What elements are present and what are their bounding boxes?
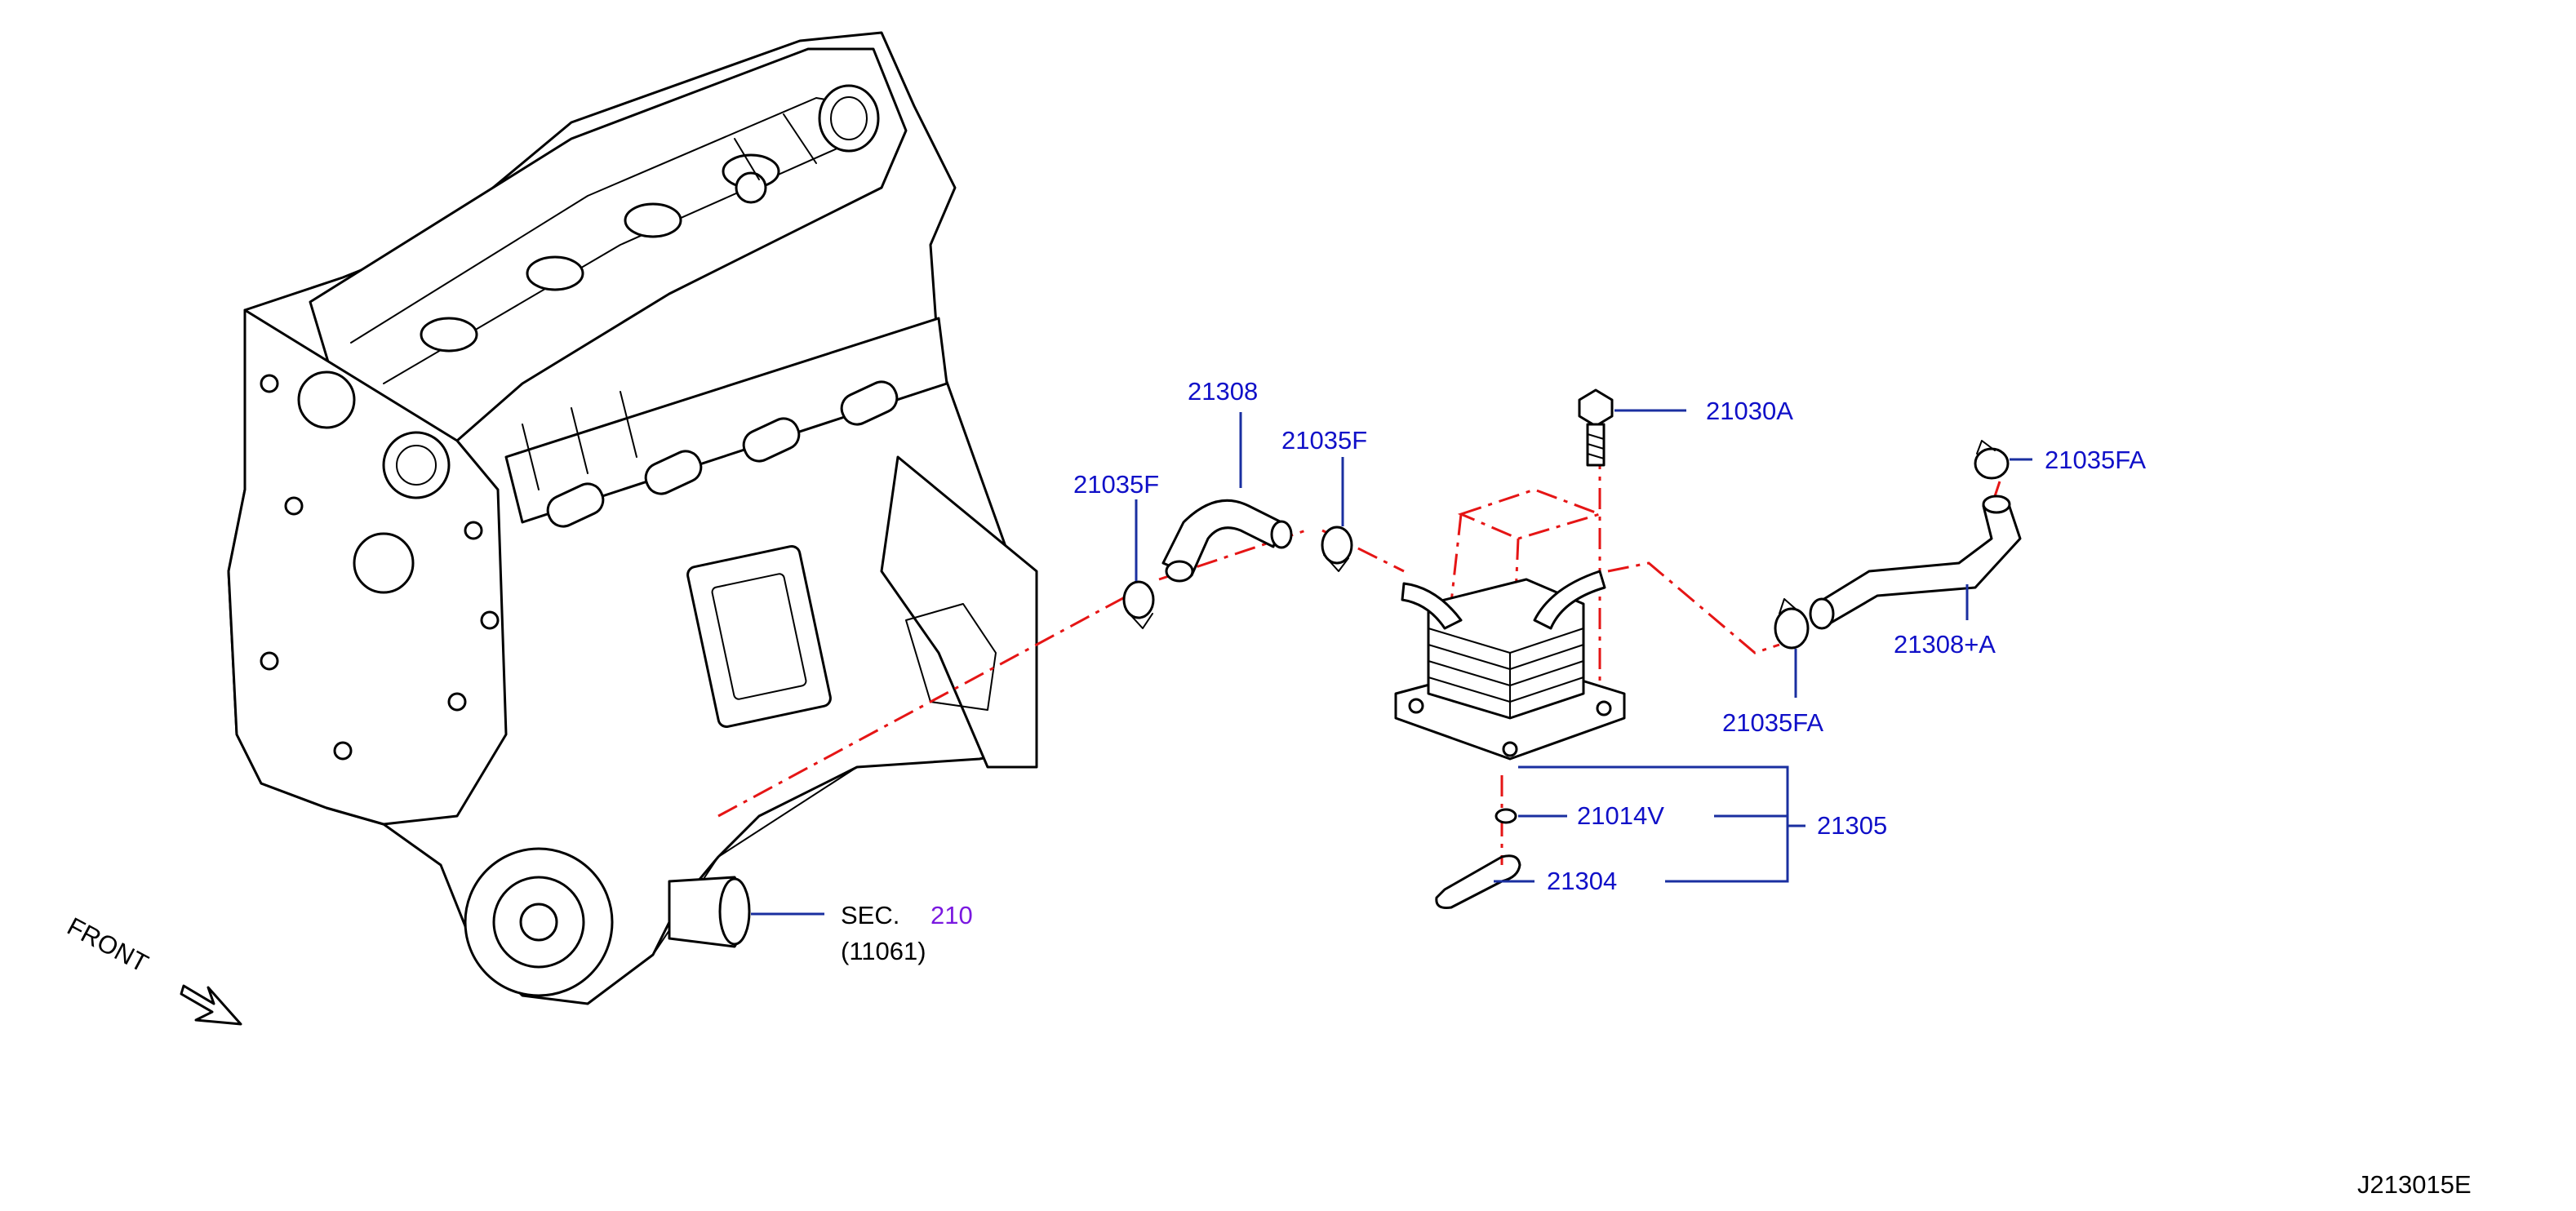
front-direction-arrow-icon [180, 984, 242, 1026]
label-21035fa-top: 21035FA [2045, 446, 2146, 474]
oil-cooler-21305 [1394, 570, 1626, 761]
clamp-21035f-right [1321, 526, 1353, 572]
clamp-21035f-left [1122, 580, 1155, 629]
bolt-21030a [1578, 388, 1614, 467]
label-21035f-right: 21035F [1281, 426, 1367, 455]
gasket-21304 [1435, 854, 1521, 909]
oring-21014v [1495, 808, 1517, 824]
front-label: FRONT [63, 912, 153, 978]
leader-lines [751, 409, 2032, 916]
label-21035fa-bottom: 21035FA [1722, 708, 1823, 737]
label-21014v: 21014V [1577, 801, 1664, 830]
label-21030a: 21030A [1706, 397, 1793, 425]
label-21308a: 21308+A [1894, 630, 1996, 659]
label-21304: 21304 [1547, 867, 1617, 895]
clamp-21035fa-bottom [1774, 598, 1810, 650]
section-ref-number[interactable]: 210 [930, 901, 973, 929]
label-21305: 21305 [1817, 811, 1887, 840]
hose-21308a [1809, 495, 2022, 630]
clamp-21035fa-top [1974, 440, 2010, 480]
label-21035f-left: 21035F [1073, 470, 1159, 499]
diagram-code: J213015E [2357, 1170, 2472, 1199]
hose-21308 [1161, 499, 1293, 583]
front-indicator: FRONT [63, 912, 242, 1026]
section-ref-prefix: SEC. [841, 901, 899, 929]
callout-labels: 21308 21035F 21035F 21030A 21035FA 21308… [841, 377, 2146, 965]
engine-block-illustration [227, 31, 1038, 1005]
section-ref-part: (11061) [841, 937, 926, 965]
label-21308: 21308 [1188, 377, 1258, 406]
